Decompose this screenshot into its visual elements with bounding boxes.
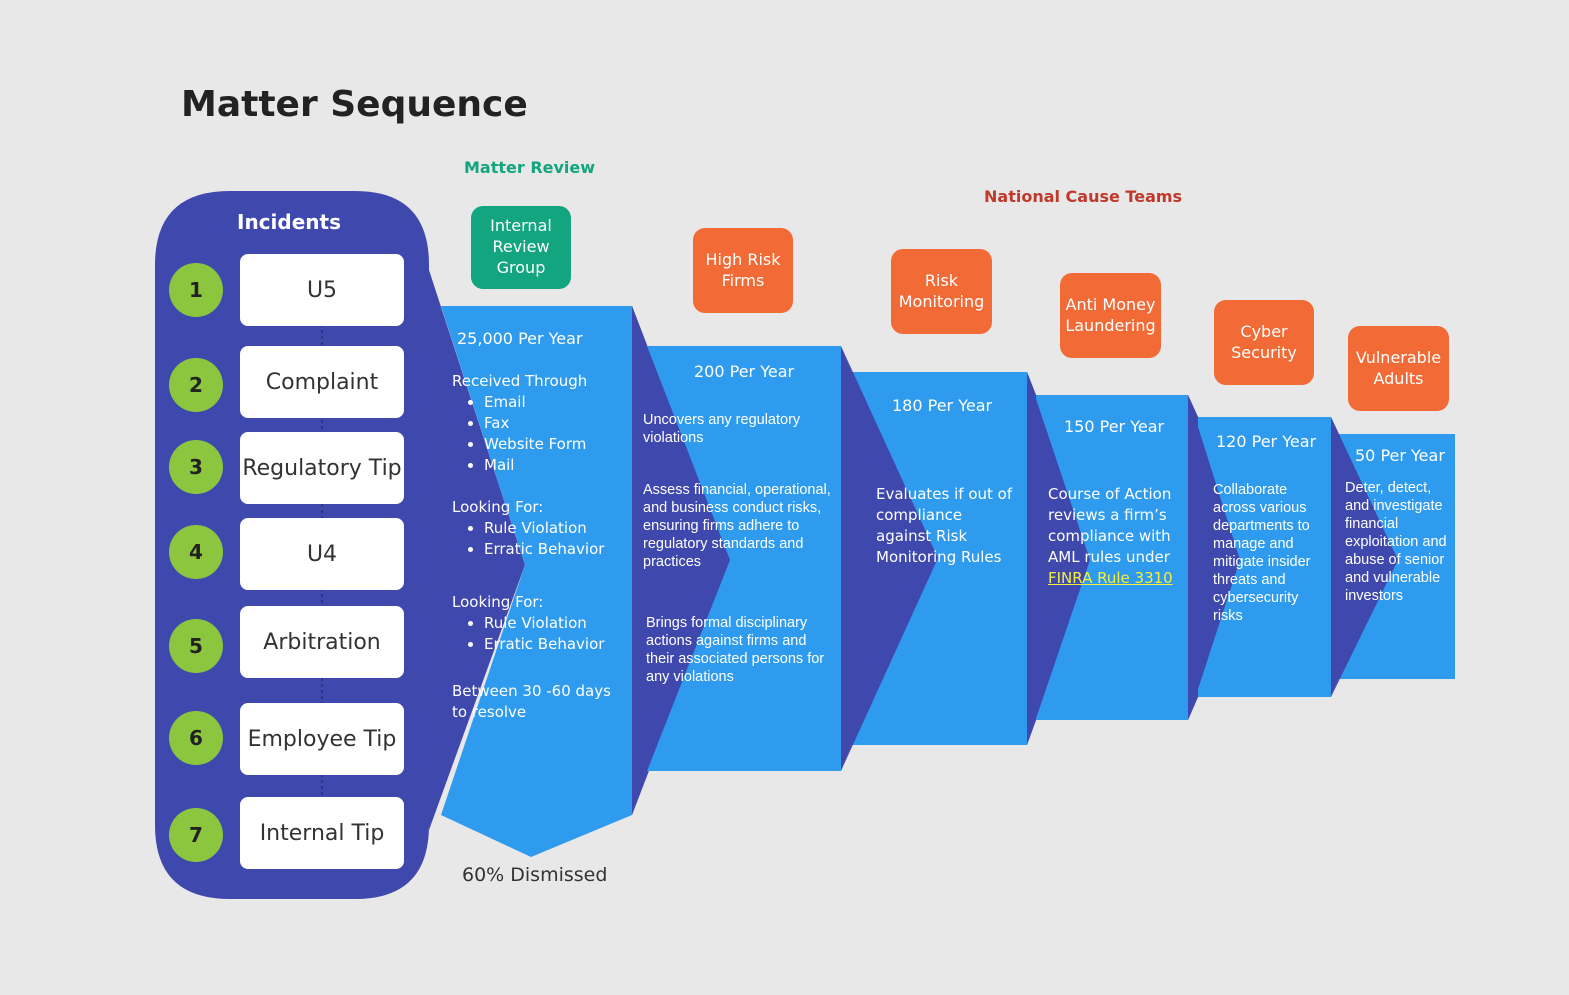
- stage-3-text: Course of Action reviews a firm’s compli…: [1048, 484, 1178, 589]
- stage-2-rate: 180 Per Year: [892, 396, 993, 415]
- received-item: Email: [484, 393, 622, 411]
- looking-list: Rule Violation Erratic Behavior: [452, 614, 622, 653]
- stage-5-chevron: [1331, 417, 1398, 697]
- received-item: Fax: [484, 414, 622, 432]
- stage-3-chevron: [1027, 372, 1090, 745]
- received-item: Website Form: [484, 435, 622, 453]
- stage-2-chevron: [841, 346, 938, 771]
- looking-heading: Looking For:: [452, 593, 544, 611]
- incident-number: 5: [169, 619, 223, 673]
- stage-5-fold: [1331, 417, 1339, 697]
- looking-item: Rule Violation: [484, 519, 622, 537]
- stage-3-rate: 150 Per Year: [1064, 417, 1165, 436]
- received-item: Mail: [484, 456, 622, 474]
- incident-number: 2: [169, 358, 223, 412]
- incident-arbitration[interactable]: Arbitration: [240, 606, 404, 678]
- stage-5-text: Deter, detect, and investigate financial…: [1345, 480, 1447, 604]
- stage-4-text: Collaborate across various departments t…: [1213, 482, 1311, 624]
- stage-1-chevron: [647, 346, 730, 771]
- incident-complaint[interactable]: Complaint: [240, 346, 404, 418]
- incident-number: 3: [169, 440, 223, 494]
- team-cyber-security[interactable]: Cyber Security: [1214, 300, 1314, 385]
- looking-for-2: Looking For: Rule Violation Erratic Beha…: [452, 593, 622, 656]
- incident-number: 6: [169, 711, 223, 765]
- stage-1-text-2: Assess financial, operational, and busin…: [643, 482, 831, 570]
- incident-u5[interactable]: U5: [240, 254, 404, 326]
- stage-4-rate: 120 Per Year: [1216, 432, 1317, 451]
- section-national-cause-teams: National Cause Teams: [984, 187, 1183, 206]
- team-vulnerable-adults[interactable]: Vulnerable Adults: [1348, 326, 1449, 411]
- stage-3-text-body: Course of Action reviews a firm’s compli…: [1048, 485, 1172, 566]
- incident-u4[interactable]: U4: [240, 518, 404, 590]
- stage-1-text-3: Brings formal disciplinary actions again…: [646, 615, 825, 685]
- incident-number: 4: [169, 525, 223, 579]
- looking-heading: Looking For:: [452, 498, 544, 516]
- looking-item: Erratic Behavior: [484, 540, 622, 558]
- incidents-title: Incidents: [237, 210, 341, 234]
- incident-internal-tip[interactable]: Internal Tip: [240, 797, 404, 869]
- received-heading: Received Through: [452, 372, 588, 390]
- review-rate: 25,000 Per Year: [457, 329, 583, 348]
- looking-item: Erratic Behavior: [484, 635, 622, 653]
- looking-list: Rule Violation Erratic Behavior: [452, 519, 622, 558]
- section-matter-review: Matter Review: [464, 158, 596, 177]
- stage-1-text-1: Uncovers any regulatory violations: [643, 412, 801, 446]
- review-details: Received Through Email Fax Website Form …: [452, 372, 622, 477]
- team-risk-monitoring[interactable]: Risk Monitoring: [891, 249, 992, 334]
- incident-regulatory-tip[interactable]: Regulatory Tip: [240, 432, 404, 504]
- team-internal-review-group[interactable]: Internal Review Group: [471, 206, 571, 289]
- incident-employee-tip[interactable]: Employee Tip: [240, 703, 404, 775]
- stage-2-text: Evaluates if out of compliance against R…: [876, 485, 1013, 566]
- stage-review-shape: [441, 306, 632, 857]
- team-anti-money-laundering[interactable]: Anti Money Laundering: [1060, 273, 1161, 358]
- finra-rule-link[interactable]: FINRA Rule 3310: [1048, 569, 1173, 587]
- stage-2-fold: [841, 346, 852, 771]
- stage-4-chevron: [1188, 395, 1240, 720]
- looking-for-1: Looking For: Rule Violation Erratic Beha…: [452, 498, 622, 561]
- page-title: Matter Sequence: [181, 84, 528, 125]
- dismissed-label: 60% Dismissed: [462, 864, 608, 886]
- team-high-risk-firms[interactable]: High Risk Firms: [693, 228, 793, 313]
- looking-item: Rule Violation: [484, 614, 622, 632]
- stage-5-rate: 50 Per Year: [1355, 446, 1445, 465]
- stage-4-fold: [1188, 395, 1198, 720]
- review-resolve: Between 30 -60 days to resolve: [452, 682, 611, 721]
- received-list: Email Fax Website Form Mail: [452, 393, 622, 474]
- incident-number: 1: [169, 263, 223, 317]
- stage-1-rate: 200 Per Year: [694, 362, 795, 381]
- stage-3-fold: [1027, 372, 1036, 745]
- incident-number: 7: [169, 808, 223, 862]
